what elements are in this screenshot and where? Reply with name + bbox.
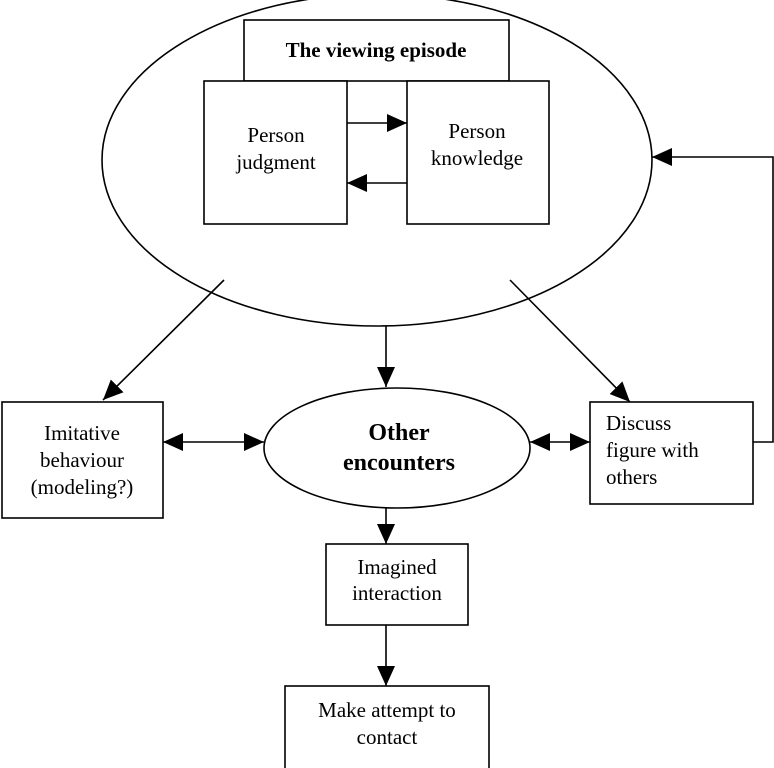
arrow-episode-to-imitative (102, 279, 225, 401)
make-attempt-line-1: Make attempt to (318, 698, 456, 722)
imagined-interaction-box: Imagined interaction (325, 543, 469, 626)
imitative-line-1: Imitative (44, 421, 120, 445)
other-encounters-line-2: encounters (343, 450, 455, 476)
viewing-episode-title-box: The viewing episode (243, 19, 510, 82)
person-judgment-line-1: Person (247, 123, 305, 147)
make-attempt-box: Make attempt to contact (284, 685, 490, 768)
imitative-line-2: behaviour (40, 448, 124, 472)
imagined-line-2: interaction (352, 581, 442, 605)
person-knowledge-line-1: Person (448, 119, 506, 143)
discuss-line-2: figure with (606, 438, 699, 462)
imagined-line-1: Imagined (357, 555, 437, 579)
imitative-line-3: (modeling?) (31, 475, 134, 499)
viewing-episode-title: The viewing episode (286, 38, 467, 62)
arrow-discuss-to-episode (652, 148, 774, 443)
person-judgment-box: Person judgment (203, 80, 348, 225)
other-encounters-node: Other encounters (263, 387, 531, 509)
person-knowledge-line-2: knowledge (431, 146, 523, 170)
other-encounters-line-1: Other (368, 420, 430, 446)
imitative-behaviour-box: Imitative behaviour (modeling?) (1, 401, 164, 519)
discuss-line-1: Discuss (606, 411, 671, 435)
make-attempt-line-2: contact (357, 725, 418, 749)
person-judgment-line-2: judgment (235, 150, 315, 174)
discuss-line-3: others (606, 465, 657, 489)
person-knowledge-box: Person knowledge (406, 80, 550, 225)
arrow-episode-to-discuss (509, 279, 631, 403)
discuss-box: Discuss figure with others (589, 401, 754, 505)
